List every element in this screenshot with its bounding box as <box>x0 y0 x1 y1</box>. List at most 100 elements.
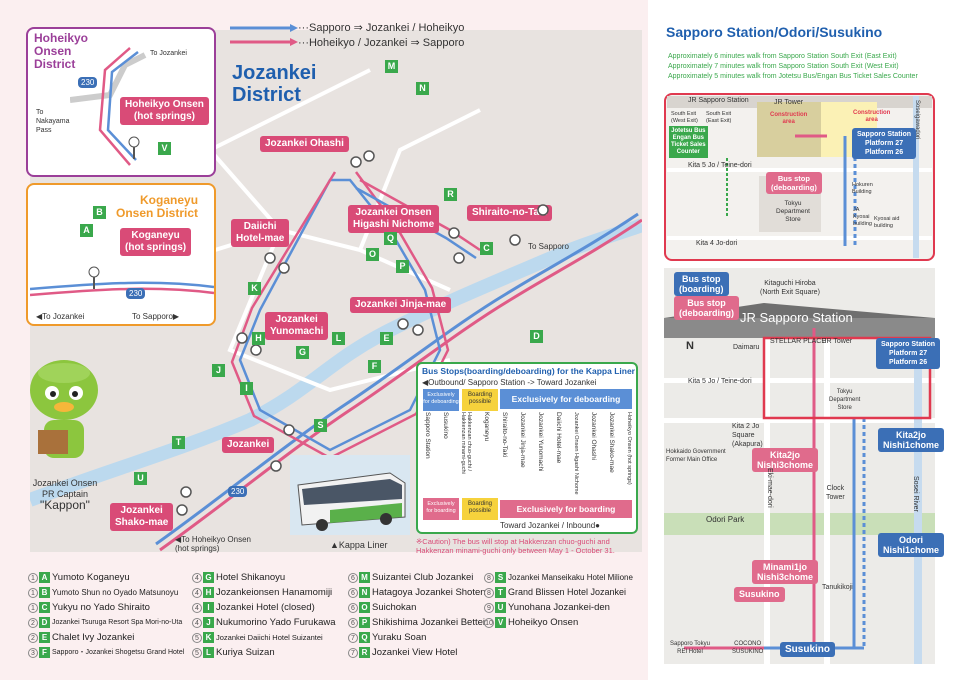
map-letter: H <box>252 332 265 345</box>
bus-table-stop: Susukino <box>442 412 449 439</box>
stop-label-shiraito: Shiraito-no-Taki <box>467 205 553 221</box>
susukino-pink-stop: Susukino <box>734 587 785 602</box>
bus-table-boarding-possible-2: Boarding possible <box>462 498 498 520</box>
bus-table-stop: Hoheikyo Onsen (hot springs) <box>626 412 632 485</box>
bus-table-stop: Jozankei Jinja-mae <box>519 412 526 468</box>
inset-platform: Sapporo Station Platform 27 Platform 26 <box>852 128 917 159</box>
map-letter: N <box>416 82 429 95</box>
route-legend-outbound: ···Sapporo ⇒ Jozankei / Hoheikyo <box>298 22 465 34</box>
inset-jr-tower: JR Tower <box>774 99 804 106</box>
koganeyu-letter-b: B <box>93 206 106 219</box>
walk-note-3: Approximately 5 minutes walk from Jotets… <box>668 73 918 80</box>
odori-nishi1-stop: Odori Nishi1chome <box>878 533 945 557</box>
sapporo-title: Sapporo Station/Odori/Susukino <box>666 24 883 40</box>
bus-stop-icon <box>88 266 100 290</box>
bus-table-stop: Jozankei Yunomachi <box>537 412 544 472</box>
inset-construction-2: Construction area <box>853 110 891 123</box>
bus-table-boarding-possible: Boarding possible <box>462 389 498 411</box>
jr-tower-2: JR Tower <box>823 338 853 345</box>
map-letter: D <box>530 330 543 343</box>
stop-label-jozankei: Jozankei <box>222 437 275 453</box>
map-letter: I <box>240 382 253 395</box>
bus-table-stop: Sapporo Station <box>424 412 431 459</box>
route-legend-inbound: ···Hoheikyo / Jozankei ⇒ Sapporo <box>298 37 465 49</box>
mascot-name: "Kappon" <box>40 498 90 512</box>
map-letter: Q <box>384 232 397 245</box>
inset-jr-station: JR Sapporo Station <box>688 97 749 104</box>
minami1-stop: Minami1jo Nishi3chome <box>752 560 819 584</box>
bus-table-stop: Jozankei Shako-mae <box>608 412 615 473</box>
stop-label-jinja: Jozankei Jinja-mae <box>350 297 452 313</box>
map-road-230: 230 <box>228 486 248 497</box>
kita2jo-nishi3-stop: Kita2jo Nishi3chome <box>752 448 819 472</box>
odori-park: Odori Park <box>706 515 745 524</box>
district-title: Jozankei District <box>232 62 317 106</box>
hoheikyo-title: Hoheikyo Onsen District <box>34 31 89 71</box>
sapporo-map-svg <box>664 303 935 664</box>
inset-south-east: South Exit (East Exit) <box>706 111 732 124</box>
koganeyu-roads <box>30 281 214 297</box>
map-letter: T <box>172 436 185 449</box>
stop-label-shako: Jozankei Shako-mae <box>110 503 174 531</box>
map-letter: L <box>332 332 345 345</box>
map-to-hoheikyo: ◀To Hoheikyo Onsen (hot springs) <box>175 535 251 553</box>
koganeyu-stop-label: Koganeyu (hot springs) <box>120 228 192 256</box>
hoheikyo-to-jozankei: To Jozankei <box>150 50 187 57</box>
map-letter: K <box>248 282 261 295</box>
walk-note-1: Approximately 6 minutes walk from Sappor… <box>668 53 897 60</box>
map-letter: P <box>396 260 409 273</box>
stop-label-daiichi: Daiichi Hotel-mae <box>231 219 290 247</box>
bus-stop-deboarding-legend: Bus stop (deboarding) <box>674 296 739 320</box>
map-letter: M <box>385 60 398 73</box>
sosei-river: Sosei River <box>912 476 919 512</box>
inset-construction-1: Construction area <box>770 112 808 125</box>
bus-table-stop: Hakkenzan chuo-guchi / Hakkenzan minami-… <box>460 412 472 474</box>
mascot-caption: Jozankei Onsen PR Captain "Kappon" <box>24 478 106 511</box>
bus-table-boarding-bar: Exclusively for boarding <box>500 500 632 518</box>
koganeyu-letter-a: A <box>80 224 93 237</box>
cocono-susukino: COCONO SUSUKINO <box>732 641 764 655</box>
inset-kita5: Kita 5 Jo / Teine-dori <box>688 162 752 169</box>
kita2jo-square: Kita 2 Jo Square (Akapura) <box>732 423 763 448</box>
koganeyu-to-sapporo: To Sapporo▶ <box>132 312 180 321</box>
bus-table-stop: Jozankei Onsen Higashi Nichome <box>573 412 579 495</box>
map-letter: U <box>134 472 147 485</box>
hoheikyo-road-230: 230 <box>78 77 98 88</box>
map-letter: F <box>368 360 381 373</box>
stop-label-yunomachi: Jozankei Yunomachi <box>265 312 329 340</box>
kappa-liner-caption: ▲Kappa Liner <box>330 540 388 550</box>
map-to-sapporo: To Sapporo <box>528 242 569 251</box>
susukino-blue-stop: Susukino <box>780 642 836 657</box>
map-letter: C <box>480 242 493 255</box>
bus-table-stop: Koganeyu <box>483 412 490 442</box>
map-letter: E <box>380 332 393 345</box>
kappon-mascot-image <box>30 360 98 458</box>
eki-mae-dori: Eki-mae-dori <box>766 468 773 508</box>
stop-label-ohashi: Jozankei Ohashi <box>260 136 349 152</box>
kitaguchi-square: Kitaguchi Hiroba (North Exit Square) <box>760 280 820 296</box>
hoheikyo-to-nakayama: To Nakayama Pass <box>36 109 70 134</box>
hoheikyo-letter: V <box>158 142 171 155</box>
bus-table-caution: ※Caution) The bus will stop at Hakkenzan… <box>416 537 615 555</box>
inset-tokyu: Tokyu Department Store <box>776 200 810 223</box>
inset-south-west: South Exit (West Exit) <box>671 111 698 124</box>
walk-notes: Approximately 6 minutes walk from Sappor… <box>668 52 918 82</box>
bus-table-stops: Sapporo Station Susukino Hakkenzan chuo-… <box>424 412 632 496</box>
kita2jo-nishi1-stop: Kita2jo Nishi1chome <box>878 428 945 452</box>
kita5-street: Kita 5 Jo / Teine-dori <box>688 378 752 385</box>
hoheikyo-stop-label: Hoheikyo Onsen (hot springs) <box>120 97 209 125</box>
